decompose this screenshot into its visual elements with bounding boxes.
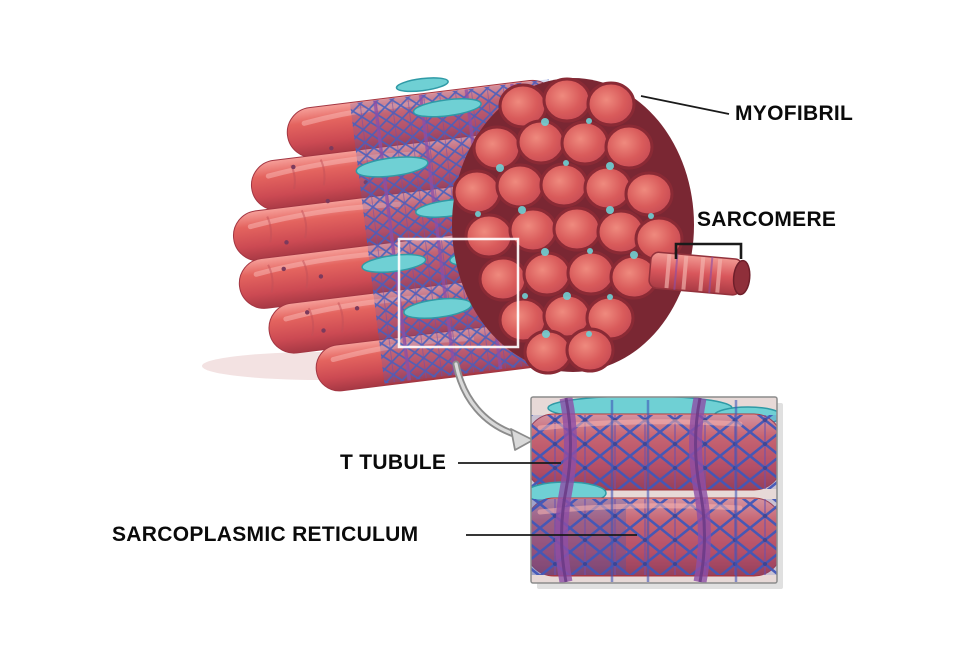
sarcomere-bracket <box>674 242 743 259</box>
inset-frame <box>530 396 778 584</box>
zoom-region-outline <box>397 237 520 349</box>
sr-tubule <box>395 77 449 93</box>
muscle-fiber-bundle <box>202 77 751 392</box>
myofibril-label: MYOFIBRIL <box>735 102 854 125</box>
sr-tubule <box>355 156 429 178</box>
sarcomere-segment <box>648 251 751 296</box>
sr-tubule <box>412 98 482 118</box>
myofibril-cross-sections <box>452 77 694 375</box>
sarcomere-label: SARCOMERE <box>697 208 837 231</box>
inset-detail-image <box>530 396 783 589</box>
inset-t-tubule-bands <box>555 397 738 583</box>
myofibril-pointer-line <box>640 95 730 115</box>
sr-tubule <box>361 253 427 274</box>
zoom-arrow <box>452 360 534 451</box>
sarcoplasmic-reticulum-label: SARCOPLASMIC RETICULUM <box>112 523 419 546</box>
t-tubule-label: T TUBULE <box>340 451 447 474</box>
